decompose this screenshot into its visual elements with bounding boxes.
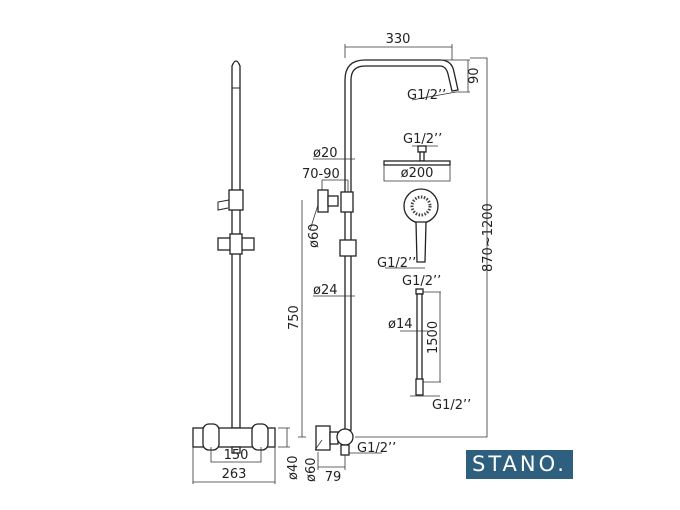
hose-top-nut [415,288,424,295]
dim-head-diameter: ø200 [401,166,434,181]
dim-valve-thread: G1/2’’ [357,441,396,456]
dim-mixer-centers: 150 [224,448,249,463]
brand-logo: STANO. [466,450,573,479]
front-mixer-outlet [231,446,241,454]
side-valve-body [336,428,354,446]
hand-shower-handle [415,221,427,263]
side-bracket-arm [327,195,339,207]
rain-shower-head [383,160,451,166]
side-view: 330 90 G1/2’’ 870~1200 ø20 70-90 ø60 ø24… [287,32,496,485]
dim-bracket-offset: 70-90 [302,167,340,182]
dim-pipe-lower-diameter: ø24 [313,283,338,298]
dim-mixer-width: 263 [222,467,247,482]
dim-mixer-diameter: ø40 [286,456,301,481]
dim-valve-diameter: ø60 [304,458,319,483]
front-bracket-hook [217,199,230,211]
dim-bracket-diameter: ø60 [307,224,322,249]
hand-shower-nozzles [410,195,432,217]
side-riser-and-arm [344,59,459,431]
dim-height-range: 870~1200 [481,203,496,272]
hose [416,293,423,385]
side-valve-outlet [340,444,350,456]
dim-valve-offset: 79 [325,470,342,485]
front-wall-bracket [228,189,244,211]
dim-rail-height: 750 [287,305,302,330]
dim-arm-thread: G1/2’’ [407,88,446,103]
side-bracket-clamp [340,191,354,213]
front-view: 150 263 ø40 [192,60,301,484]
hand-shower-head [403,188,439,224]
dim-hose-top-thread: G1/2’’ [402,274,441,289]
head-connector [419,151,425,162]
front-mixer-knob-left [202,423,220,451]
dim-head-thread: G1/2’’ [403,132,442,147]
front-slider-clamp [229,233,243,255]
dim-arm-length: 330 [386,32,411,47]
dim-hose-diameter: ø14 [388,317,413,332]
dim-arm-drop: 90 [467,67,482,84]
components: G1/2’’ ø200 G1/2’’ G1/2’’ 1500 ø14 G1/2’… [377,132,471,413]
front-mixer-knob-right [251,423,269,451]
dim-hose-bottom-thread: G1/2’’ [432,398,471,413]
hose-bottom-nut [415,378,424,396]
side-wall-flange [317,189,329,213]
head-connector-nut [417,145,427,153]
side-valve-flange [315,425,331,451]
dim-pipe-upper-diameter: ø20 [313,146,338,161]
dim-hose-length: 1500 [426,321,441,354]
dim-handshower-thread: G1/2’’ [377,256,416,271]
side-slider [339,239,357,257]
